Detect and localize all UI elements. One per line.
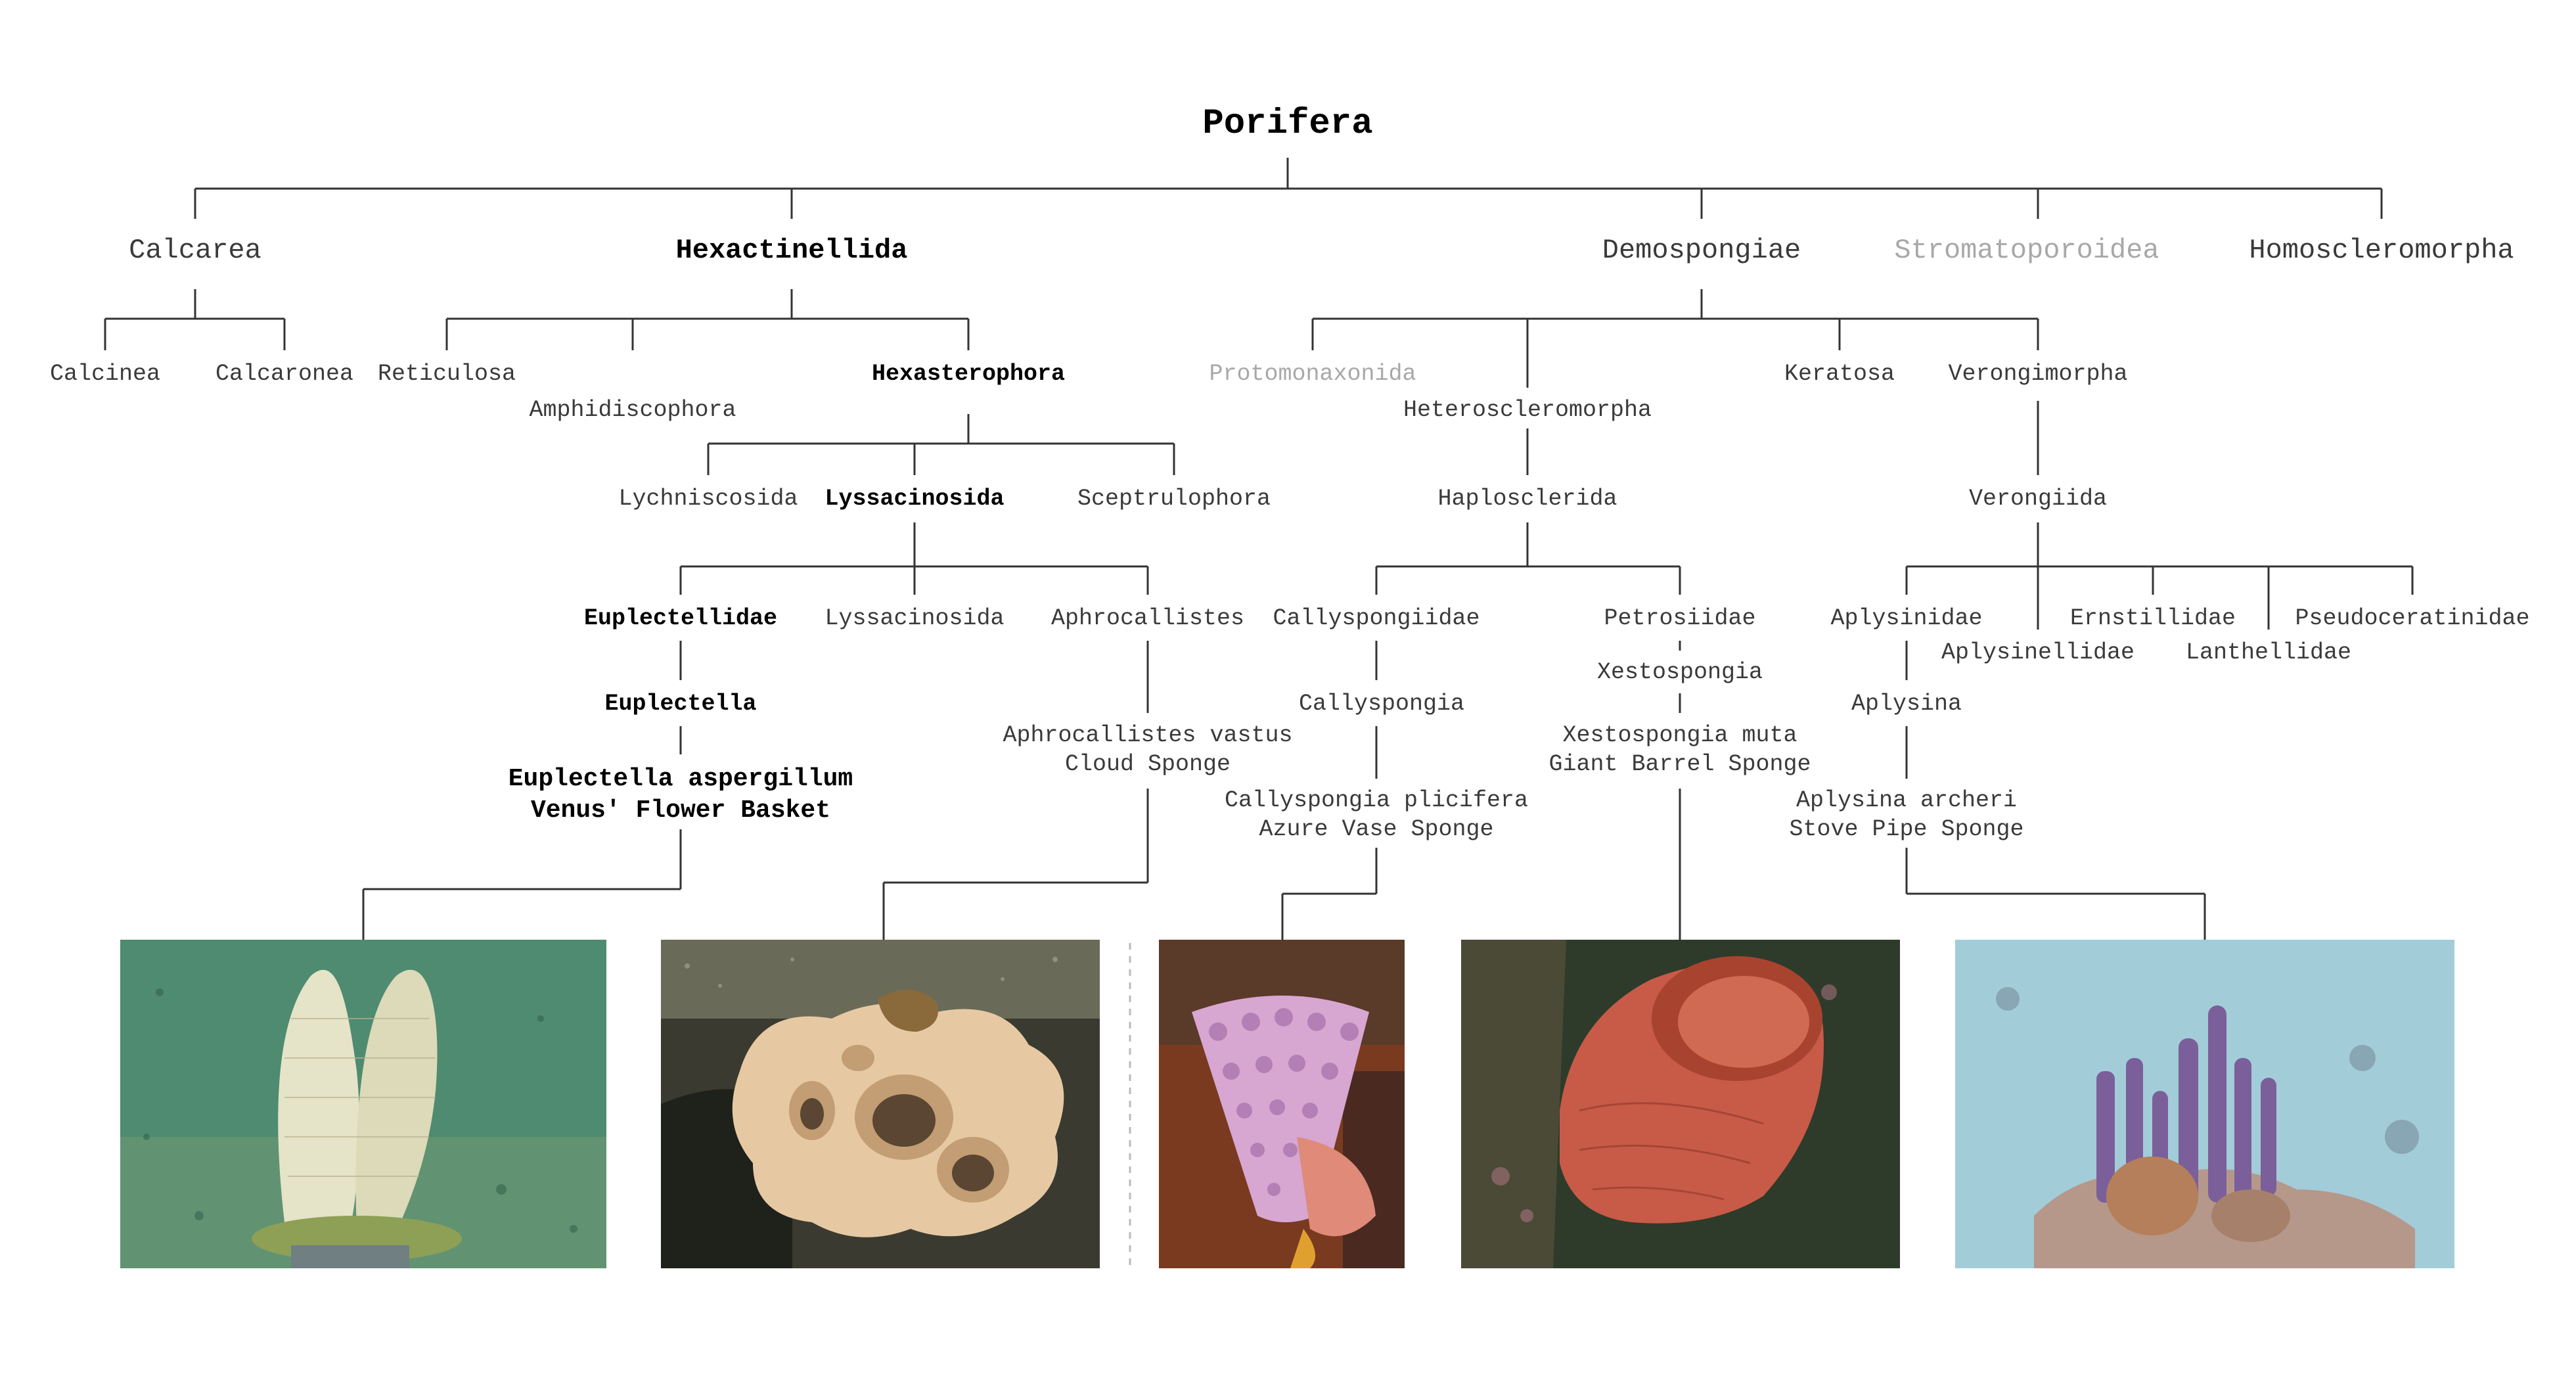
species-xestospongia-muta: Xestospongia muta Giant Barrel Sponge bbox=[1548, 722, 1811, 779]
node-reticulosa: Reticulosa bbox=[377, 361, 516, 387]
node-pseudoceratinidae: Pseudoceratinidae bbox=[2295, 605, 2530, 632]
node-homoscleromorpha: Homoscleromorpha bbox=[2249, 235, 2514, 266]
node-haplosclerida: Haplosclerida bbox=[1437, 486, 1617, 512]
species-aphrocallistes-vastus: Aphrocallistes vastus Cloud Sponge bbox=[1003, 722, 1292, 779]
node-heteroscleromorpha: Heteroscleromorpha bbox=[1403, 397, 1652, 423]
node-hexactinellida: Hexactinellida bbox=[675, 235, 908, 266]
node-lanthellidae: Lanthellidae bbox=[2185, 639, 2352, 666]
node-protomonaxonida: Protomonaxonida bbox=[1209, 361, 1416, 387]
node-calcarea: Calcarea bbox=[129, 235, 261, 266]
species-name: Aphrocallistes vastus bbox=[1003, 722, 1293, 748]
node-callyspongia: Callyspongia bbox=[1298, 691, 1465, 717]
node-aplysinidae: Aplysinidae bbox=[1830, 605, 1983, 632]
species-callyspongia-plicifera: Callyspongia plicifera Azure Vase Sponge bbox=[1225, 787, 1528, 844]
node-aphrocallistes: Aphrocallistes bbox=[1051, 605, 1245, 632]
node-lyssacinosida: Lyssacinosida bbox=[825, 486, 1005, 512]
node-euplectella: Euplectella bbox=[604, 691, 757, 717]
node-lyssacinosida-family: Lyssacinosida bbox=[825, 605, 1005, 632]
node-xestospongia: Xestospongia bbox=[1596, 659, 1763, 685]
species-common-name: Giant Barrel Sponge bbox=[1548, 750, 1811, 777]
node-sceptrulophora: Sceptrulophora bbox=[1077, 486, 1271, 512]
node-aplysina: Aplysina bbox=[1851, 691, 1962, 717]
node-calcinea: Calcinea bbox=[49, 361, 161, 387]
species-common-name: Cloud Sponge bbox=[1064, 750, 1231, 777]
node-verongiida: Verongiida bbox=[1968, 486, 2108, 512]
node-stromatoporoidea: Stromatoporoidea bbox=[1894, 235, 2159, 266]
node-hexasterophora: Hexasterophora bbox=[871, 361, 1066, 387]
species-aplysina-archeri: Aplysina archeri Stove Pipe Sponge bbox=[1789, 787, 2023, 844]
node-amphidiscophora: Amphidiscophora bbox=[529, 397, 736, 423]
node-demospongiae: Demospongiae bbox=[1602, 235, 1801, 266]
node-keratosa: Keratosa bbox=[1784, 361, 1895, 387]
node-petrosiidae: Petrosiidae bbox=[1604, 605, 1756, 632]
species-name: Aplysina archeri bbox=[1796, 787, 2018, 814]
photo-venus-flower-basket bbox=[120, 940, 606, 1268]
species-common-name: Venus' Flower Basket bbox=[530, 796, 831, 825]
species-name: Euplectella aspergillum bbox=[508, 765, 853, 793]
node-porifera: Porifera bbox=[1202, 104, 1373, 144]
node-lychniscosida: Lychniscosida bbox=[618, 486, 798, 512]
species-common-name: Azure Vase Sponge bbox=[1259, 816, 1494, 842]
species-name: Callyspongia plicifera bbox=[1224, 787, 1529, 814]
photo-cloud-sponge bbox=[661, 940, 1100, 1268]
species-name: Xestospongia muta bbox=[1562, 722, 1797, 748]
photo-giant-barrel-sponge bbox=[1461, 940, 1900, 1268]
node-ernstillidae: Ernstillidae bbox=[2069, 605, 2236, 632]
node-euplectellidae: Euplectellidae bbox=[583, 605, 778, 632]
node-callyspongiidae: Callyspongiidae bbox=[1273, 605, 1480, 632]
node-aplysinellidae: Aplysinellidae bbox=[1941, 639, 2135, 666]
photo-azure-vase-sponge bbox=[1159, 940, 1405, 1268]
photo-stove-pipe-sponge bbox=[1955, 940, 2454, 1268]
node-verongimorpha: Verongimorpha bbox=[1948, 361, 2128, 387]
species-common-name: Stove Pipe Sponge bbox=[1789, 816, 2024, 842]
species-euplectella-aspergillum: Euplectella aspergillum Venus' Flower Ba… bbox=[508, 764, 853, 826]
node-calcaronea: Calcaronea bbox=[215, 361, 354, 387]
